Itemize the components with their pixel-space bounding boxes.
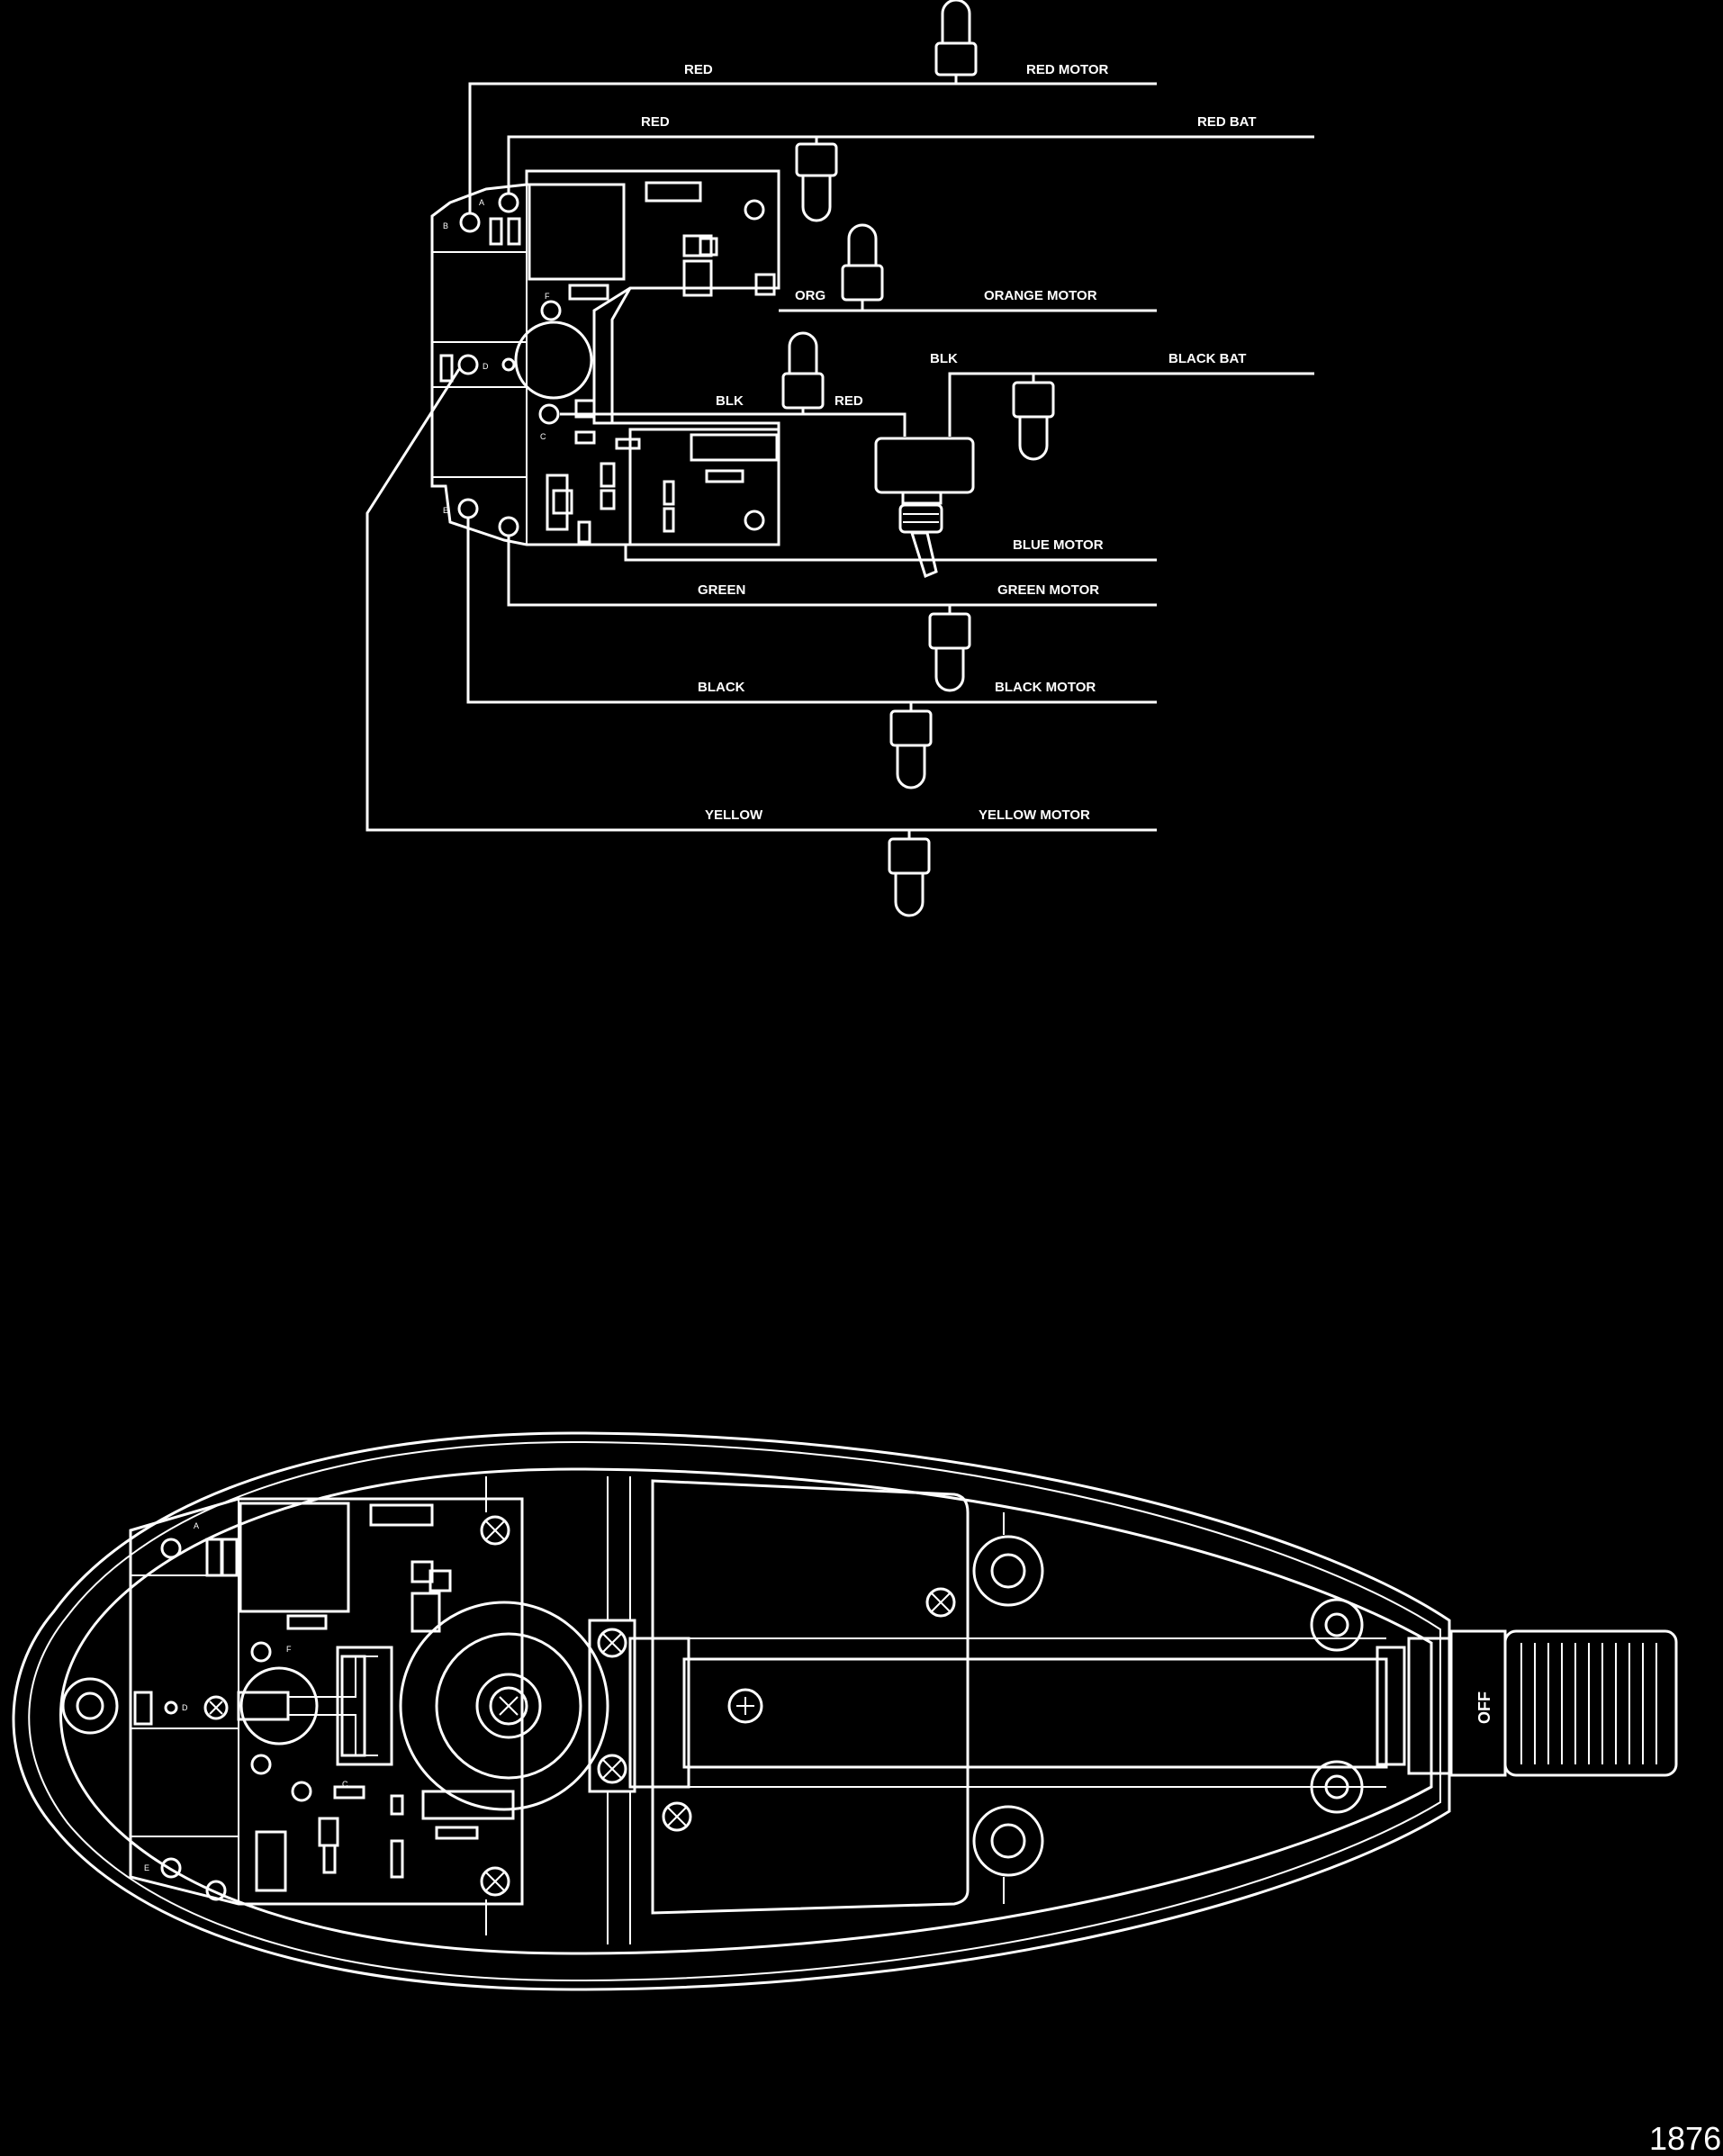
housing-outer xyxy=(12,1431,1451,1991)
switch-off-label: OFF xyxy=(1475,1691,1493,1724)
connector-red-motor xyxy=(934,0,978,84)
head-marker: F xyxy=(286,1645,292,1654)
label-org: ORG xyxy=(795,288,825,303)
wiring-schematic: A B F D E C xyxy=(365,0,1314,917)
screw-icon xyxy=(480,1866,510,1897)
board-marker: E xyxy=(443,506,448,515)
tiller-arm xyxy=(682,1657,1388,1769)
label-blk: BLK xyxy=(716,393,744,409)
head-marker: D xyxy=(182,1703,188,1712)
label-green: GREEN xyxy=(698,582,745,598)
terminal xyxy=(538,403,560,425)
label-black-motor: BLACK MOTOR xyxy=(995,680,1096,695)
label-blue-motor: BLUE MOTOR xyxy=(1013,537,1104,553)
wire-red-motor xyxy=(468,82,1157,213)
terminal xyxy=(498,516,519,537)
head-marker: E xyxy=(144,1863,149,1872)
bearing xyxy=(972,1805,1044,1877)
bearing xyxy=(972,1535,1044,1607)
board-marker: F xyxy=(545,292,550,301)
head-circuit-board xyxy=(129,1497,524,1906)
circuit-board-outline xyxy=(430,169,780,546)
bearing xyxy=(1310,1598,1364,1652)
handle-collar xyxy=(1376,1646,1406,1766)
screw-icon xyxy=(597,1754,627,1784)
connector-blk-switch xyxy=(781,331,825,414)
wire-blk-switch xyxy=(560,412,907,437)
board-marker: B xyxy=(443,221,448,230)
wire-black-bat xyxy=(948,372,1314,437)
terminal xyxy=(457,354,479,375)
board-marker: D xyxy=(483,362,489,371)
head-marker: C xyxy=(342,1780,348,1789)
bearing xyxy=(1310,1760,1364,1814)
connector-red-bat xyxy=(795,137,838,222)
compartment-panel xyxy=(651,1479,970,1915)
label-yellow: YELLOW xyxy=(705,807,763,823)
wire-black-motor xyxy=(466,518,1157,704)
label-red: RED xyxy=(834,393,863,409)
label-green-motor: GREEN MOTOR xyxy=(997,582,1099,598)
board-marker: C xyxy=(540,432,546,441)
connector-black-motor xyxy=(889,702,933,789)
wire-yellow-motor xyxy=(365,368,1157,832)
wire-red-bat xyxy=(507,135,1314,194)
toggle-switch-body xyxy=(874,437,975,494)
screw-icon xyxy=(925,1587,956,1618)
toggle-lever xyxy=(909,531,938,579)
head-marker: A xyxy=(194,1521,199,1530)
label-blk: BLK xyxy=(930,351,958,366)
board-marker: A xyxy=(479,198,484,207)
label-red: RED xyxy=(641,114,670,130)
terminal xyxy=(459,212,481,233)
relay-upper xyxy=(528,183,626,281)
label-red: RED xyxy=(684,62,713,77)
terminal xyxy=(457,498,479,519)
terminal xyxy=(540,300,562,321)
screw-icon xyxy=(480,1515,510,1546)
connector-green-motor xyxy=(928,605,971,692)
relay-lower xyxy=(628,428,780,546)
motor-mount xyxy=(399,1601,609,1811)
screw-icon xyxy=(662,1801,692,1832)
screw-icon xyxy=(597,1628,627,1658)
label-black: BLACK xyxy=(698,680,745,695)
label-black-bat: BLACK BAT xyxy=(1168,351,1246,366)
wire-blue-motor xyxy=(624,545,1157,562)
connector-yellow-motor xyxy=(888,830,931,917)
capacitor xyxy=(514,320,593,400)
figure-id: 1876 xyxy=(1649,2120,1721,2156)
connector-orange-motor xyxy=(841,223,884,311)
label-orange-motor: ORANGE MOTOR xyxy=(984,288,1097,303)
connector-black-bat xyxy=(1012,374,1055,461)
wire-orange-motor xyxy=(610,287,632,423)
control-head: OFF xyxy=(12,1431,1678,1991)
label-yellow-motor: YELLOW MOTOR xyxy=(979,807,1090,823)
label-red-motor: RED MOTOR xyxy=(1026,62,1109,77)
terminal xyxy=(498,192,519,213)
label-red-bat: RED BAT xyxy=(1197,114,1257,130)
wire-green-motor xyxy=(507,536,1157,607)
pivot-mount xyxy=(61,1677,119,1735)
